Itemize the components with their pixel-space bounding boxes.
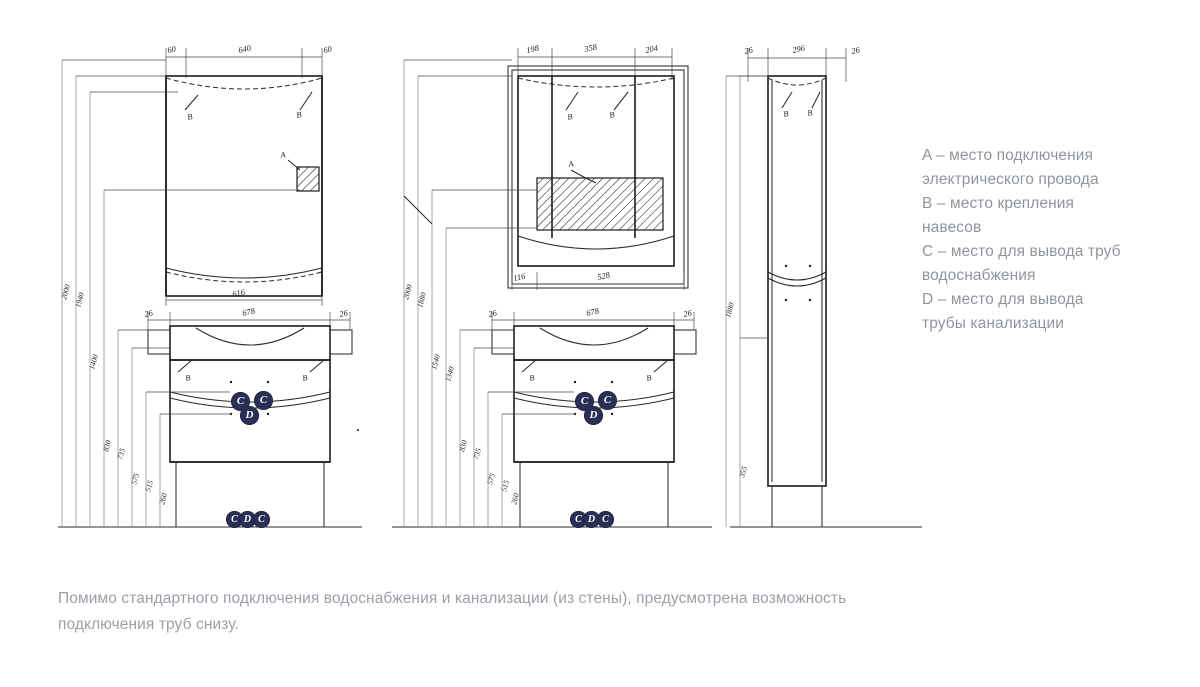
svg-text:2000: 2000 <box>59 283 72 300</box>
legend-line-d2: трубы канализации <box>922 315 1065 332</box>
badge-c-mid-2: C <box>598 391 617 410</box>
svg-text:575: 575 <box>485 472 497 486</box>
badge-c-mid-floor-2: C <box>597 511 614 528</box>
svg-text:26: 26 <box>851 45 862 56</box>
svg-text:26: 26 <box>339 308 350 319</box>
svg-text:B: B <box>296 110 303 120</box>
svg-text:B: B <box>185 373 192 383</box>
svg-text:60: 60 <box>323 44 334 55</box>
svg-text:515: 515 <box>143 479 155 493</box>
badge-c-left-floor-1: C <box>226 511 243 528</box>
svg-text:B: B <box>609 110 616 120</box>
svg-text:260: 260 <box>157 492 169 506</box>
svg-text:B: B <box>567 112 574 122</box>
svg-text:116: 116 <box>513 272 527 283</box>
legend-line-a2: электрического провода <box>922 171 1099 188</box>
view-right: 26 296 26 B B 1880 355 <box>723 43 922 528</box>
svg-text:830: 830 <box>101 439 113 453</box>
svg-text:1880: 1880 <box>723 301 736 318</box>
svg-text:26: 26 <box>744 45 755 56</box>
badge-d-mid-floor: D <box>583 511 600 528</box>
badge-c-left-floor-2: C <box>253 511 270 528</box>
svg-text:1880: 1880 <box>415 291 428 308</box>
svg-text:678: 678 <box>586 306 601 318</box>
svg-text:26: 26 <box>488 308 499 319</box>
svg-text:735: 735 <box>115 447 127 461</box>
svg-text:B: B <box>187 112 194 122</box>
svg-text:A: A <box>279 150 288 160</box>
svg-text:575: 575 <box>129 472 141 486</box>
svg-text:A: A <box>567 159 576 169</box>
legend-line-d1: D – место для вывода <box>922 291 1084 308</box>
badge-c-mid-floor-1: C <box>570 511 587 528</box>
svg-text:678: 678 <box>242 306 257 318</box>
svg-text:B: B <box>302 373 309 383</box>
svg-text:26: 26 <box>144 308 155 319</box>
svg-text:198: 198 <box>526 43 541 55</box>
svg-text:B: B <box>646 373 653 383</box>
badge-c-left-2: C <box>254 391 273 410</box>
caption-line-2: подключения труб снизу. <box>58 616 239 633</box>
svg-text:1540: 1540 <box>429 353 442 370</box>
legend-line-c1: C – место для вывода труб <box>922 243 1121 260</box>
svg-text:296: 296 <box>792 43 807 55</box>
svg-text:1400: 1400 <box>87 353 100 370</box>
view-left: 60 640 60 B B A 616 26 678 <box>58 43 362 528</box>
svg-text:640: 640 <box>238 43 253 55</box>
svg-text:26: 26 <box>683 308 694 319</box>
svg-text:358: 358 <box>583 42 599 54</box>
badge-d-mid: D <box>584 406 603 425</box>
caption-line-1: Помимо стандартного подключения водоснаб… <box>58 590 847 607</box>
svg-text:830: 830 <box>457 439 469 453</box>
svg-text:2000: 2000 <box>401 283 414 300</box>
legend-line-c2: водоснабжения <box>922 267 1036 284</box>
badge-d-left-floor: D <box>239 511 256 528</box>
svg-text:355: 355 <box>737 465 749 479</box>
svg-text:260: 260 <box>509 492 521 506</box>
svg-text:616: 616 <box>232 287 247 299</box>
svg-text:B: B <box>783 109 790 119</box>
svg-text:1940: 1940 <box>73 291 86 308</box>
caption: Помимо стандартного подключения водоснаб… <box>58 586 938 638</box>
legend-line-a1: A – место подключения <box>922 147 1094 164</box>
svg-text:B: B <box>529 373 536 383</box>
legend-line-b2: навесов <box>922 219 982 236</box>
svg-text:528: 528 <box>597 270 612 282</box>
svg-text:735: 735 <box>471 447 483 461</box>
legend-line-b1: B – место крепления <box>922 195 1075 212</box>
svg-text:B: B <box>807 108 814 118</box>
svg-text:1340: 1340 <box>443 365 456 382</box>
svg-text:60: 60 <box>167 44 178 55</box>
badge-d-left: D <box>240 406 259 425</box>
view-middle: 198 358 204 B B A 116 528 <box>392 42 712 528</box>
svg-text:204: 204 <box>645 44 659 55</box>
svg-text:515: 515 <box>499 479 511 493</box>
legend: A – место подключения электрического про… <box>922 144 1184 336</box>
